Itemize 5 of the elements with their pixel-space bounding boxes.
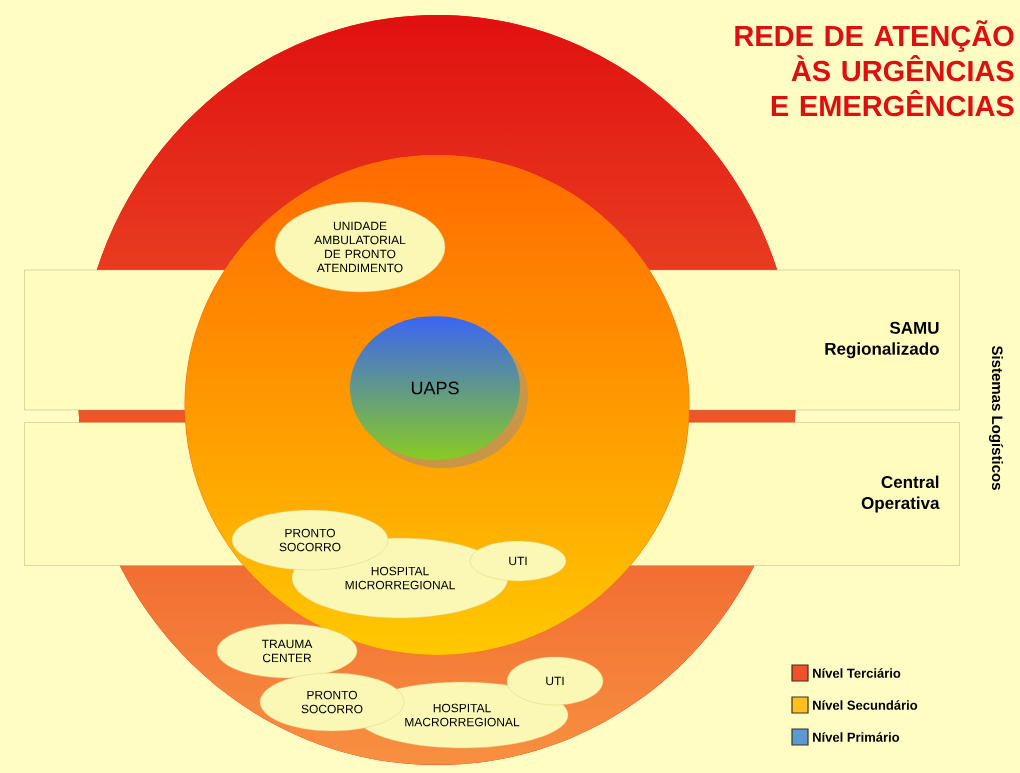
title: REDE DE ATENÇÃO ÀS URGÊNCIAS E EMERGÊNCIAS bbox=[735, 20, 1014, 117]
side-label: Sistemas Logísticos bbox=[988, 345, 1004, 490]
legend-label: Nível Terciário bbox=[813, 668, 901, 678]
legend-label: Nível Primário bbox=[813, 732, 900, 742]
legend-label: Nível Secundário bbox=[813, 700, 918, 710]
